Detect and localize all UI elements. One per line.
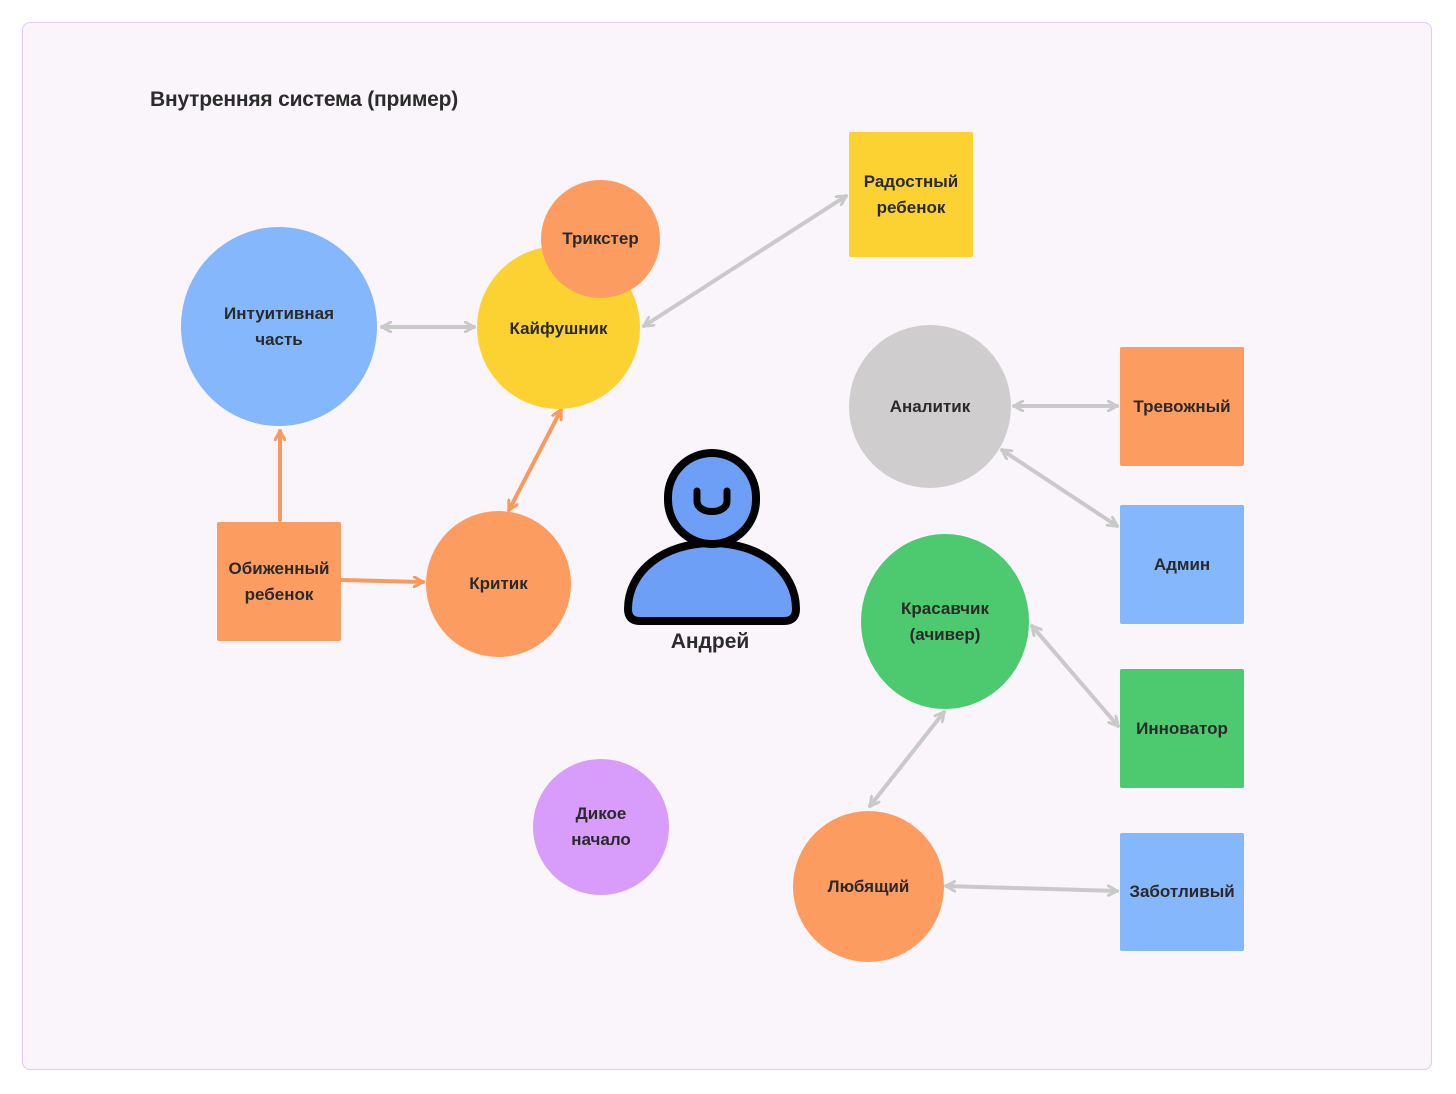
- node-offended-child[interactable]: Обиженный ребенок: [217, 522, 341, 641]
- diagram-title: Внутренняя система (пример): [150, 88, 459, 111]
- node-kayfushnik-label: Кайфушник: [509, 318, 608, 338]
- link-analyst-admin: [1000, 448, 1119, 528]
- person-label: Андрей: [670, 630, 750, 653]
- person-icon: [624, 449, 800, 625]
- node-admin-label: Админ: [1153, 554, 1211, 574]
- node-loving[interactable]: Любящий: [793, 811, 944, 962]
- link-critic-kayfushnik: [507, 408, 563, 512]
- node-wild[interactable]: Дикое начало: [533, 759, 669, 895]
- node-innovator[interactable]: Инноватор: [1120, 669, 1244, 788]
- node-joyful-child-label: Радостный ребенок: [863, 171, 959, 217]
- node-handsome[interactable]: Красавчик (ачивер): [861, 534, 1029, 709]
- node-critic-label: Критик: [469, 574, 528, 593]
- node-anxious-label: Тревожный: [1133, 396, 1231, 416]
- node-caring-label: Заботливый: [1129, 882, 1235, 901]
- node-trickster[interactable]: Трикстер: [541, 180, 660, 298]
- node-joyful-child[interactable]: Радостный ребенок: [849, 132, 973, 257]
- node-intuitive[interactable]: Интуитивная часть: [181, 227, 377, 426]
- node-offended-child-label: Обиженный ребенок: [228, 558, 330, 604]
- node-intuitive-label: Интуитивная часть: [223, 303, 334, 349]
- node-critic[interactable]: Критик: [426, 511, 571, 657]
- link-handsome-innovator: [1030, 624, 1120, 728]
- node-analyst[interactable]: Аналитик: [849, 325, 1011, 488]
- link-loving-caring: [944, 886, 1119, 891]
- link-offended-critic: [339, 580, 425, 582]
- node-analyst-label: Аналитик: [889, 396, 971, 416]
- node-anxious[interactable]: Тревожный: [1120, 347, 1244, 466]
- link-kayfushnik-joyful: [642, 194, 848, 328]
- node-trickster-label: Трикстер: [562, 229, 639, 248]
- node-loving-label: Любящий: [827, 876, 910, 896]
- node-innovator-label: Инноватор: [1136, 718, 1228, 738]
- link-handsome-loving: [868, 710, 946, 808]
- node-handsome-label: Красавчик (ачивер): [901, 598, 989, 644]
- node-caring[interactable]: Заботливый: [1120, 833, 1244, 951]
- node-admin[interactable]: Админ: [1120, 505, 1244, 624]
- node-wild-label: Дикое начало: [571, 804, 631, 849]
